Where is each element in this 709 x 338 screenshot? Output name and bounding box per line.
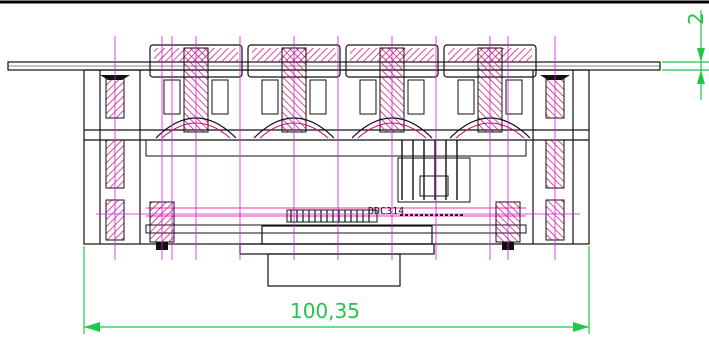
knob-row bbox=[149, 44, 537, 139]
front-panel bbox=[7, 61, 661, 71]
bottom-connector bbox=[239, 225, 435, 287]
ic-chip bbox=[286, 209, 378, 223]
pin-header bbox=[397, 140, 471, 203]
pcb-part-label: DDC314 bbox=[368, 206, 404, 217]
center-lines bbox=[96, 36, 580, 260]
height-dimension: 2 bbox=[662, 10, 709, 100]
width-dimension-label: 100,35 bbox=[290, 299, 360, 323]
width-dimension: 100,35 bbox=[83, 246, 590, 334]
pcb-board bbox=[145, 139, 527, 234]
height-dimension-label: 2 bbox=[684, 12, 708, 25]
